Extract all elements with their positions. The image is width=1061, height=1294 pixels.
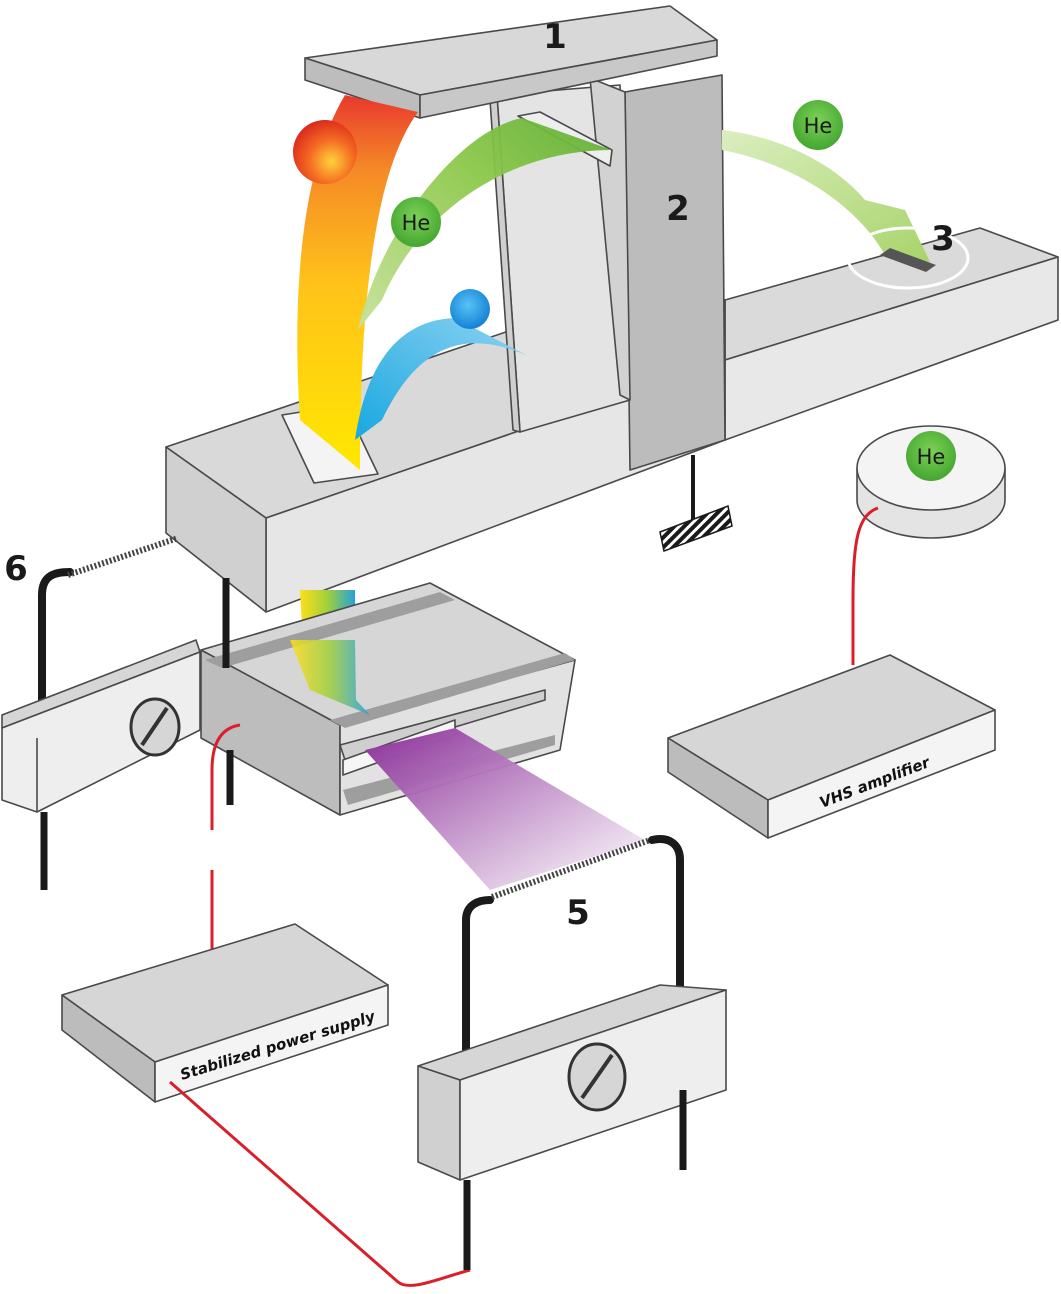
power-red-wire — [210, 723, 241, 830]
filament-5-wire — [462, 896, 494, 1079]
filament-6-wire — [38, 568, 74, 729]
screw-icon — [129, 697, 181, 757]
detector-red-wire — [851, 506, 879, 665]
svg-text:He: He — [402, 211, 431, 235]
ground-icon — [659, 455, 733, 553]
helium-detector: He — [856, 425, 1006, 539]
collector-ring — [846, 226, 970, 290]
helium-atom-icon: He — [793, 100, 843, 150]
heavy-ion-icon — [293, 120, 357, 184]
filament-6-coil — [67, 535, 179, 578]
label-3: 3 — [931, 219, 955, 259]
label-2: 2 — [666, 189, 690, 229]
he-exit-beam — [722, 130, 930, 262]
rainbow-beam — [297, 95, 418, 470]
collector-slit — [880, 248, 936, 272]
helium-atom-icon: He — [391, 197, 441, 247]
svg-text:He: He — [917, 445, 946, 469]
beam-into-source — [290, 640, 370, 715]
stabilized-power-supply: Stabilized power supply — [61, 923, 389, 1103]
filament-5-wire — [648, 835, 684, 996]
blue-beam — [355, 318, 528, 440]
vhs-amplifier: VHS amplifier — [667, 654, 996, 839]
supply-red-wire — [169, 1080, 471, 1287]
svg-text:He: He — [804, 114, 833, 138]
analyzer-frame — [304, 5, 726, 471]
screw-icon — [567, 1042, 627, 1112]
label-6: 6 — [4, 549, 28, 589]
label-1: 1 — [543, 17, 567, 57]
uv-beam — [365, 728, 645, 890]
label-5: 5 — [566, 893, 590, 933]
filament-6-holder — [1, 639, 201, 813]
light-ion-icon — [450, 289, 490, 329]
